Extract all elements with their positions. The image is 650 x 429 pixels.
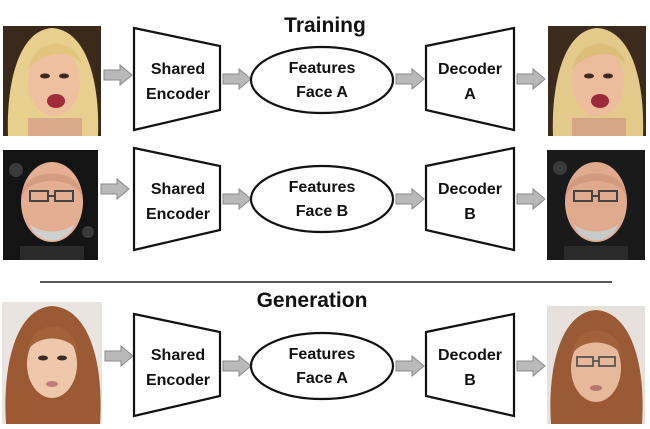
- encoder-gen-line1: Shared: [151, 347, 205, 364]
- arrow-b-2: [222, 188, 252, 210]
- row-generation: Shared Encoder Features Face A Decoder B: [2, 302, 645, 424]
- shared-encoder-a: [132, 26, 222, 132]
- decoder-a-line2: A: [464, 86, 476, 103]
- features-gen-line1: Features: [289, 346, 356, 363]
- arrow-b-1: [100, 178, 130, 200]
- arrow-gen-3: [395, 355, 425, 377]
- arrow-a-3: [395, 68, 425, 90]
- generation-title: Generation: [257, 289, 368, 312]
- features-a-line1: Features: [289, 60, 356, 77]
- decoder-a: [424, 26, 516, 132]
- output-face-gen-image: [547, 306, 645, 424]
- arrow-gen-4: [516, 355, 546, 377]
- arrow-gen-2: [222, 355, 252, 377]
- features-face-a-ellipse: [249, 45, 395, 115]
- encoder-b-line2: Encoder: [146, 206, 210, 223]
- decoder-b-gen: [424, 312, 516, 418]
- arrow-b-4: [516, 188, 546, 210]
- training-title: Training: [284, 14, 366, 37]
- shared-encoder-b: [132, 146, 222, 252]
- features-face-a-gen-ellipse: [249, 331, 395, 401]
- output-face-a-image: [548, 26, 646, 136]
- encoder-gen-line2: Encoder: [146, 372, 210, 389]
- decoder-b-line1: Decoder: [438, 181, 502, 198]
- encoder-b-line1: Shared: [151, 181, 205, 198]
- row-a: Shared Encoder Features Face A Decoder A: [3, 26, 646, 136]
- row-b: Shared Encoder Features Face B Decoder B: [3, 146, 645, 260]
- arrow-a-2: [222, 68, 252, 90]
- arrow-gen-1: [104, 345, 134, 367]
- arrow-a-1: [103, 64, 133, 86]
- decoder-gen-line2: B: [464, 372, 476, 389]
- encoder-a-line2: Encoder: [146, 86, 210, 103]
- input-face-b-image: [3, 150, 98, 260]
- decoder-b-line2: B: [464, 206, 476, 223]
- arrow-b-3: [395, 188, 425, 210]
- decoder-gen-line1: Decoder: [438, 347, 502, 364]
- decoder-b: [424, 146, 516, 252]
- decoder-a-line1: Decoder: [438, 61, 502, 78]
- input-face-gen-image: [2, 302, 102, 424]
- features-face-b-ellipse: [249, 164, 395, 234]
- encoder-a-line1: Shared: [151, 61, 205, 78]
- arrow-a-4: [516, 68, 546, 90]
- features-b-line2: Face B: [296, 203, 348, 220]
- features-gen-line2: Face A: [296, 370, 348, 387]
- shared-encoder-gen: [132, 312, 222, 418]
- features-b-line1: Features: [289, 179, 356, 196]
- input-face-a-image: [3, 26, 101, 136]
- features-a-line2: Face A: [296, 84, 348, 101]
- output-face-b-image: [547, 150, 645, 260]
